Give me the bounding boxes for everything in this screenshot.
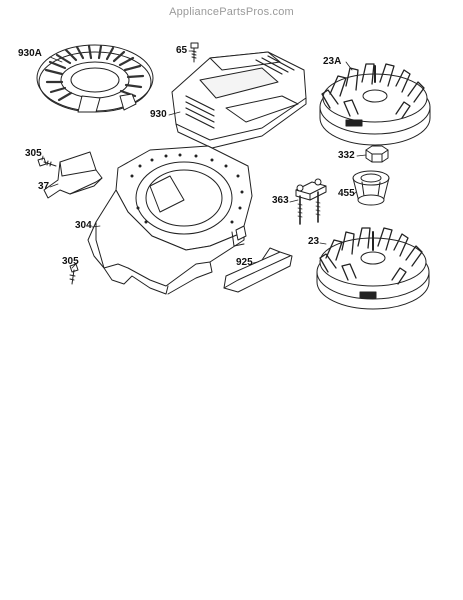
part-925-air-guide	[223, 247, 293, 293]
part-305-screw-lower	[69, 263, 79, 285]
label-332: 332	[338, 150, 355, 161]
part-332-nut	[365, 145, 389, 163]
label-925: 925	[236, 257, 253, 268]
label-305-lower: 305	[62, 256, 79, 267]
label-305-upper: 305	[25, 148, 42, 159]
part-455-starter-cup	[352, 170, 390, 206]
label-65: 65	[176, 45, 188, 56]
part-23-flywheel	[316, 227, 430, 310]
part-37-air-guide	[43, 151, 103, 199]
label-930A: 930A	[18, 48, 42, 59]
part-305-screw-upper	[37, 157, 57, 167]
part-23A-flywheel	[319, 63, 431, 146]
part-930-shroud	[171, 51, 307, 149]
label-930: 930	[150, 109, 167, 120]
label-363: 363	[272, 195, 289, 206]
watermark: AppliancePartsPros.com	[169, 6, 294, 18]
part-304-blower-housing	[87, 145, 253, 295]
label-455: 455	[338, 188, 355, 199]
label-23: 23	[308, 236, 320, 247]
part-363-clamp	[295, 178, 327, 225]
label-304: 304	[75, 220, 92, 231]
part-930A-starter-cover	[36, 44, 154, 113]
label-23A: 23A	[323, 56, 342, 67]
part-65-screw	[190, 42, 199, 63]
label-37: 37	[38, 181, 50, 192]
